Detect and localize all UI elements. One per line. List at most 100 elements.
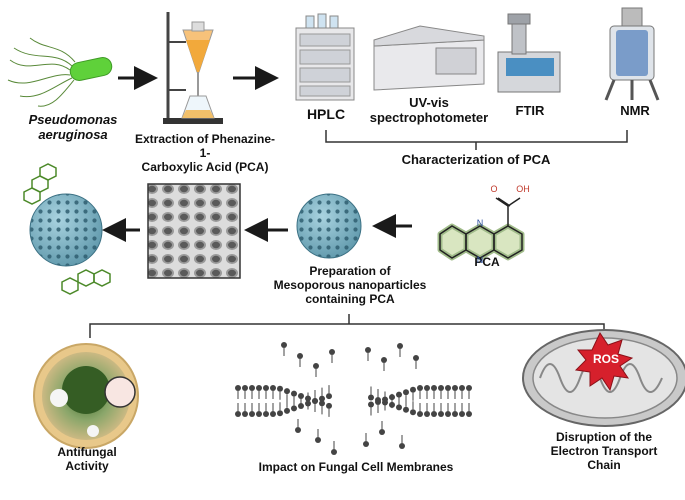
lipid-head [291, 390, 297, 397]
lipid-head [298, 402, 304, 409]
disruption-label: Disruption of the Electron Transport Cha… [550, 430, 658, 472]
lipid-head [295, 427, 301, 433]
lipid-head [410, 409, 416, 416]
lipid-head [305, 400, 311, 407]
bacterium-icon [7, 37, 113, 107]
lipid-head [313, 363, 319, 369]
separatory-funnel-icon [163, 12, 223, 124]
porous-sem-image-icon [147, 183, 241, 279]
hplc-instrument-icon [295, 13, 355, 101]
lipid-head [256, 411, 262, 417]
membranes-label: Impact on Fungal Cell Membranes [258, 460, 454, 474]
lipid-head [417, 411, 423, 417]
lipid-head [452, 385, 458, 391]
characterization-label: Characterization of PCA [401, 152, 551, 167]
lipid-head [424, 385, 430, 391]
extraction-label: Extraction of Phenazine-1- Carboxylic Ac… [134, 132, 276, 174]
lipid-head [445, 411, 451, 417]
petri-dish-icon [33, 343, 139, 449]
lipid-head [397, 343, 403, 349]
lipid-head [363, 441, 369, 447]
lipid-head [431, 411, 437, 417]
lipid-head [368, 401, 374, 408]
lipid-head [438, 385, 444, 391]
lipid-head [256, 385, 262, 391]
lipid-head [319, 400, 325, 407]
lipid-head [396, 404, 402, 411]
ftir-instrument-icon [497, 13, 561, 93]
lipid-head [235, 411, 241, 417]
lipid-head [249, 411, 255, 417]
lipid-head [235, 385, 241, 391]
lipid-head [381, 357, 387, 363]
antifungal-label: Antifungal Activity [57, 445, 117, 473]
lipid-head [410, 386, 416, 393]
lipid-head [424, 411, 430, 417]
lipid-head [297, 353, 303, 359]
lipid-head [431, 385, 437, 391]
hplc-label: HPLC [306, 106, 346, 122]
lipid-head [270, 411, 276, 417]
lipid-head [270, 385, 276, 391]
lipid-head [242, 411, 248, 417]
lipid-head [263, 411, 269, 417]
lipid-head [375, 397, 381, 403]
lipid-head [312, 398, 318, 405]
nmr-label: NMR [620, 103, 650, 118]
lipid-head [389, 401, 395, 408]
atom-o-label: O [490, 184, 498, 194]
organism-label: Pseudomonas aeruginosa [28, 112, 118, 142]
lipid-head [403, 389, 409, 396]
lipid-head [365, 347, 371, 353]
nanoparticle-icon-loaded [29, 193, 103, 267]
lipid-head [277, 385, 283, 392]
lipid-head [399, 443, 405, 449]
lipid-head [413, 355, 419, 361]
uv-vis-instrument-icon [373, 25, 485, 91]
nanoparticle-icon [296, 193, 362, 259]
lipid-head [445, 385, 451, 391]
lipid-head [438, 411, 444, 417]
nmr-instrument-icon [604, 7, 660, 101]
lipid-head [368, 394, 374, 401]
lipid-head [459, 411, 465, 417]
characterization-bracket [325, 130, 628, 143]
lipid-head [331, 449, 337, 455]
ftir-label: FTIR [515, 103, 545, 118]
lipid-head [291, 405, 297, 412]
lipid-head [315, 437, 321, 443]
preparation-label: Preparation of Mesoporous nanoparticles … [273, 264, 427, 306]
lipid-head [466, 385, 472, 391]
lipid-head [319, 395, 325, 402]
lipid-head [326, 393, 332, 400]
lipid-head [403, 406, 409, 413]
lipid-head [284, 388, 290, 395]
pca-molecule-label: PCA [474, 255, 500, 269]
lipid-head [452, 411, 458, 417]
lipid-head [263, 385, 269, 391]
uvvis-label: UV-vis spectrophotometer [369, 95, 489, 125]
anthracene-molecule-icon [23, 163, 57, 205]
lipid-head [329, 349, 335, 355]
lipid-head [277, 410, 283, 417]
atom-n-bottom-label: N [476, 255, 484, 265]
lipid-head [281, 342, 287, 348]
atom-n-top-label: N [476, 218, 484, 228]
anthracene-molecule-icon-2 [61, 269, 111, 295]
lipid-head [326, 402, 332, 409]
applications-bracket [89, 323, 605, 338]
pca-molecule-icon [437, 197, 525, 261]
ros-burst-icon [574, 331, 634, 392]
ros-label: ROS [592, 352, 619, 366]
lipid-head [379, 429, 385, 435]
lipid-head [466, 411, 472, 417]
lipid-head [249, 385, 255, 391]
lipid-head [459, 385, 465, 391]
lipid-head [284, 407, 290, 414]
lipid-head [396, 391, 402, 398]
lipid-head [382, 399, 388, 406]
lipid-bilayer-icon [235, 342, 472, 455]
atom-oh-label: OH [516, 184, 530, 194]
lipid-head [417, 385, 423, 391]
